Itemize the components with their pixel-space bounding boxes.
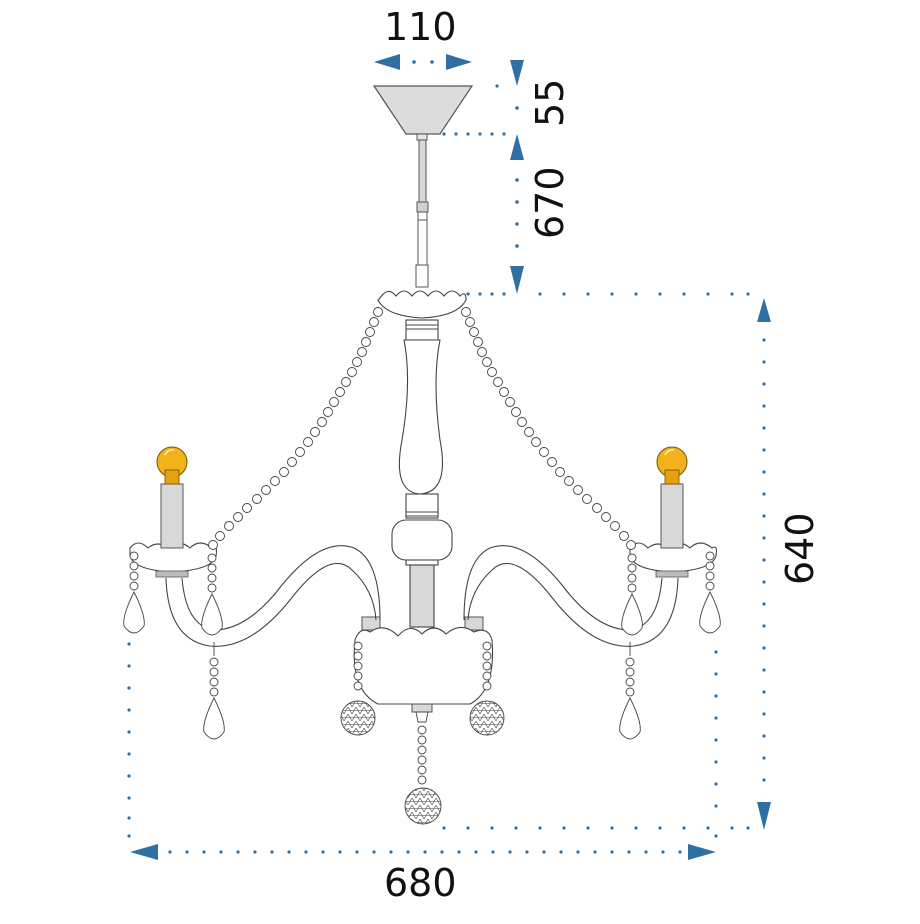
canopy-width-label: 110 bbox=[384, 5, 457, 49]
crystal-ball-drops bbox=[340, 641, 505, 825]
body-height-dimension bbox=[442, 292, 771, 830]
suspension-rod bbox=[415, 133, 429, 288]
left-extension-line bbox=[127, 642, 131, 838]
teardrop-crystals bbox=[123, 551, 721, 740]
right-bulb-icon bbox=[656, 446, 688, 485]
central-bowl bbox=[353, 616, 494, 713]
bead-chain-right bbox=[461, 307, 636, 550]
rod-length-dimension bbox=[466, 178, 524, 296]
total-width-dimension bbox=[130, 844, 716, 860]
rod-length-label: 670 bbox=[528, 166, 572, 239]
canopy-height-dimension bbox=[442, 60, 524, 160]
left-candle-cup bbox=[129, 483, 218, 578]
right-extension-line bbox=[714, 650, 718, 838]
crown-cup bbox=[377, 290, 467, 319]
bead-chain-left bbox=[208, 307, 383, 550]
total-width-label: 680 bbox=[384, 861, 457, 905]
dimension-lines bbox=[127, 54, 771, 860]
canopy-height-label: 55 bbox=[528, 78, 572, 127]
canopy-width-dimension bbox=[374, 54, 472, 70]
body-height-label: 640 bbox=[778, 512, 822, 585]
left-bulb-icon bbox=[156, 446, 188, 485]
ceiling-canopy bbox=[372, 85, 474, 135]
right-candle-cup bbox=[629, 483, 718, 578]
central-column bbox=[391, 319, 453, 628]
